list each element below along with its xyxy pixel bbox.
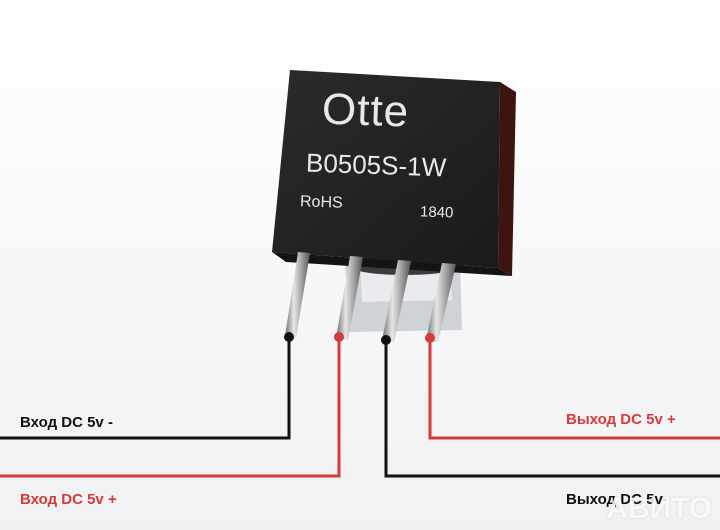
label-input-positive: Вход DC 5v + (20, 491, 117, 508)
label-input-negative: Вход DC 5v - (20, 414, 113, 431)
wire-input-positive (0, 337, 341, 478)
chip-brand-marking: Otte (321, 84, 411, 137)
wire-input-negative (0, 337, 291, 440)
connection-dots (284, 332, 435, 345)
chip-model-marking: B0505S-1W (305, 147, 447, 183)
wire-output-positive (428, 338, 720, 440)
watermark: АВИТО (606, 492, 712, 525)
chip-date-code: 1840 (419, 203, 454, 222)
wiring (0, 337, 720, 478)
chip-pins (285, 252, 456, 342)
label-output-positive: Выход DC 5v + (566, 411, 676, 428)
chip-rohs-marking: RoHS (299, 193, 343, 212)
chip-body (272, 70, 516, 276)
label-output-negative: Выход DC 5v- (566, 491, 668, 508)
wire-output-negative (384, 340, 720, 478)
